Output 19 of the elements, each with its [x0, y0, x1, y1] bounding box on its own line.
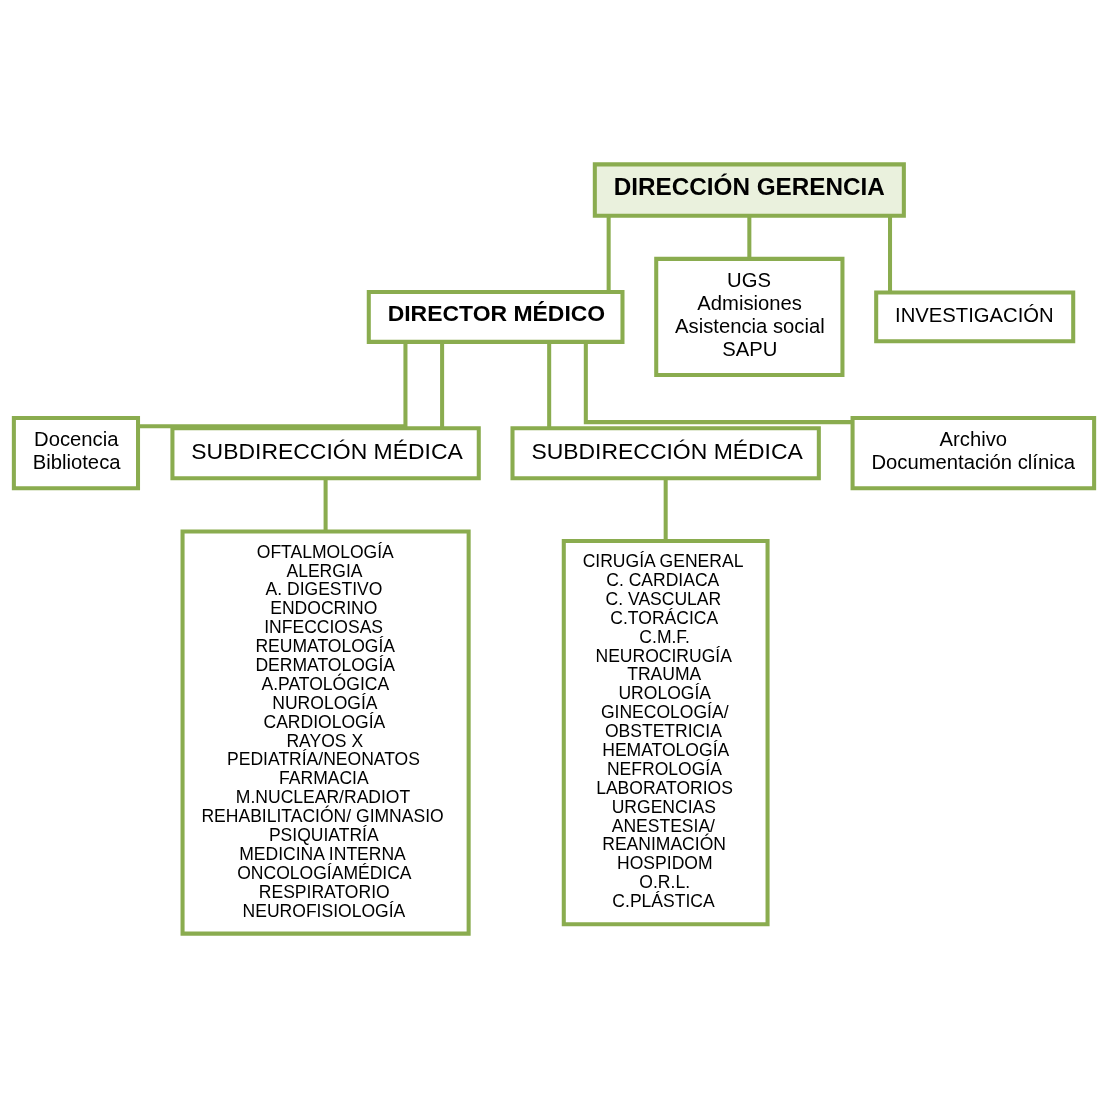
node-box: CIRUGÍA GENERAL C. CARDIACA C. VASCULAR C.TORÁCICA C.M.F. NEUROCIRUGÍA TRAUMA UROLOGÍA GINECOLOGÍA/ OBSTETRICIA HEMATOLOGÍA NEFROLOGÍA LABORATORIOS URGENCIAS ANESTESIA/ REANIMACIÓN HOSPIDOM O.R.L. C.PLÁSTICA: [561, 538, 770, 926]
node-box: Archivo Documentación clínica: [850, 415, 1097, 490]
node-box: DIRECCIÓN GERENCIA: [592, 161, 906, 218]
connector: [583, 341, 853, 424]
connector: [547, 341, 552, 428]
node-box: Docencia Biblioteca: [11, 415, 141, 490]
connector: [663, 477, 668, 541]
node-box: SUBDIRECCIÓN MÉDICA: [170, 425, 481, 480]
node-box: OFTALMOLOGÍA ALERGIA A. DIGESTIVO ENDOCRINO INFECCIOSAS REUMATOLOGÍA DERMATOLOGÍA A.PATOLÓGICA NUROLOGÍA CARDIOLOGÍA RAYOS X PEDIATRÍA/NEONATOS FARMACIA M.NUCLEAR/RADIOT REHABILITACIÓN/ GIMNASIO PSIQUIATRÍA MEDICINA INTERNA ONCOLOGÍAMÉDICA RESPIRATORIO NEUROFISIOLOGÍA: [180, 528, 471, 936]
node-box: DIRECTOR MÉDICO: [366, 289, 625, 344]
connector: [888, 215, 893, 293]
node-box: SUBDIRECCIÓN MÉDICA: [510, 425, 821, 480]
connector: [138, 341, 408, 428]
node-box: UGS Admisiones Asistencia social SAPU: [654, 256, 845, 377]
connector: [440, 341, 445, 428]
node-box: INVESTIGACIÓN: [874, 290, 1076, 343]
connector: [323, 477, 328, 531]
connector: [606, 215, 611, 292]
connector: [747, 215, 752, 259]
